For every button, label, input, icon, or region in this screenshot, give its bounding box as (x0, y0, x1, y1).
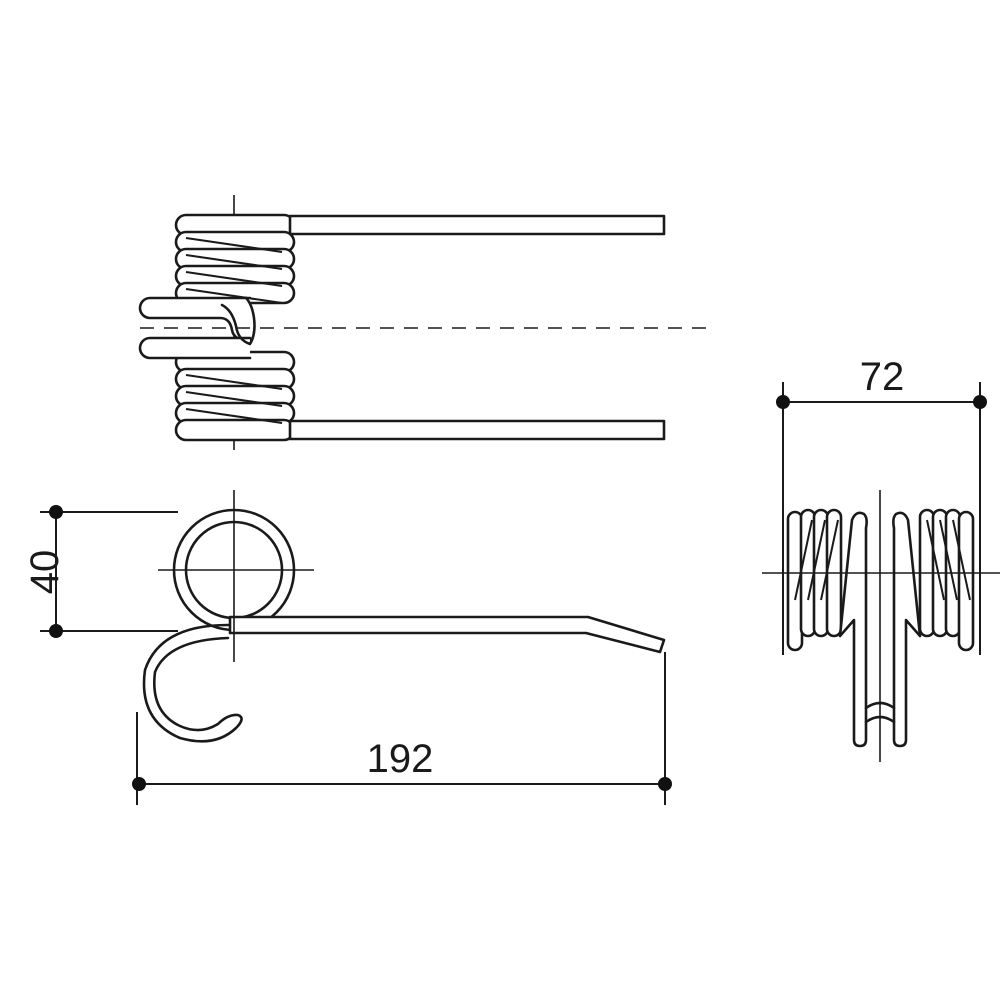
top-view (138, 195, 712, 450)
top-view-coupling-loop (138, 296, 256, 360)
side-view-hook (142, 623, 243, 743)
height-dimension: 40 (23, 505, 178, 638)
front-view-left-coils (786, 508, 843, 652)
top-view-upper-tine (288, 214, 666, 236)
top-view-lower-coils (174, 350, 296, 442)
top-view-upper-coils (174, 213, 296, 305)
front-view: 72 (762, 355, 1000, 762)
top-view-lower-tine (288, 419, 666, 441)
width-dimension-label: 72 (860, 355, 905, 399)
front-view-right-coils (918, 508, 975, 652)
height-dimension-label: 40 (23, 550, 67, 595)
length-dimension: 192 (132, 652, 672, 805)
length-dimension-label: 192 (367, 737, 434, 781)
side-view-tine-arm (228, 615, 666, 654)
width-dimension: 72 (776, 355, 987, 655)
side-view: 40 192 (23, 490, 672, 805)
top-view-helix-lines (185, 237, 283, 424)
